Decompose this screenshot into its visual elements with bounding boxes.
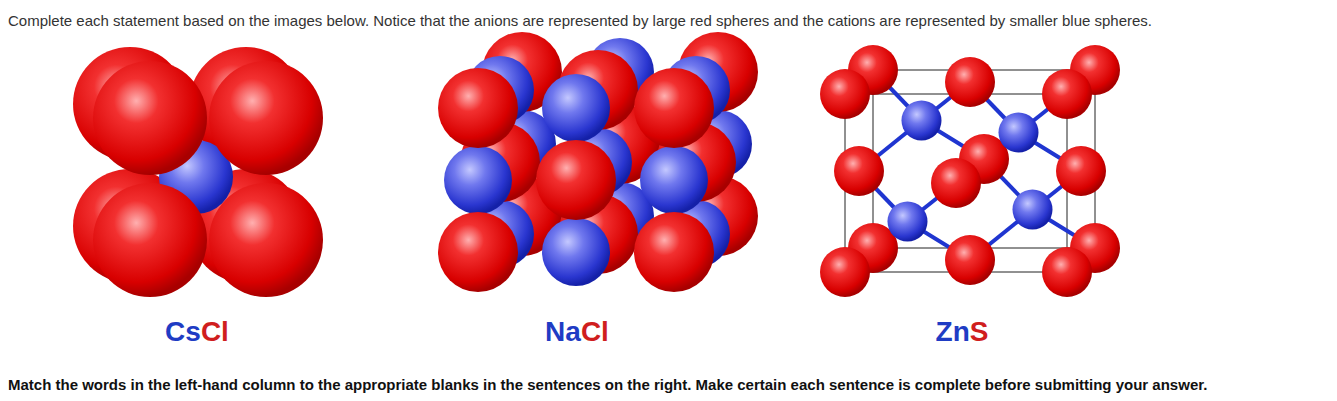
anion-sphere [209,61,323,175]
anion-sphere [536,140,616,220]
cation-sphere [542,74,610,142]
instruction-text: Complete each statement based on the ima… [8,12,1152,29]
anion-symbol: Cl [201,316,229,348]
anion-sphere [1042,69,1092,119]
anion-sphere [1042,247,1092,297]
formula-label: CsCl [165,316,229,348]
anion-symbol: S [970,316,989,348]
zns-structure [820,45,1120,297]
anion-sphere [820,69,870,119]
cation-symbol: Cs [165,316,201,348]
anion-sphere [93,183,207,297]
formula-label: NaCl [545,316,609,348]
anion-sphere [834,146,884,196]
anion-sphere [820,247,870,297]
anion-sphere [634,68,714,148]
cation-sphere [902,101,942,141]
cation-symbol: Na [545,316,581,348]
anion-sphere [945,235,995,285]
nacl-structure [438,32,758,292]
anion-sphere [93,61,207,175]
anion-sphere [209,183,323,297]
anion-sphere [945,57,995,107]
anion-sphere [634,212,714,292]
cscl-structure [73,47,323,297]
anion-sphere [931,158,981,208]
anion-symbol: Cl [581,316,609,348]
cation-sphere [444,146,512,214]
cation-symbol: Zn [936,316,970,348]
anion-sphere [438,212,518,292]
cation-sphere [542,218,610,286]
cation-sphere [888,202,928,242]
task-text: Match the words in the left-hand column … [8,376,1207,393]
cation-sphere [1013,190,1053,230]
anion-sphere [1056,146,1106,196]
cation-sphere [640,146,708,214]
formula-label: ZnS [936,316,989,348]
cation-sphere [999,113,1039,153]
anion-sphere [438,68,518,148]
